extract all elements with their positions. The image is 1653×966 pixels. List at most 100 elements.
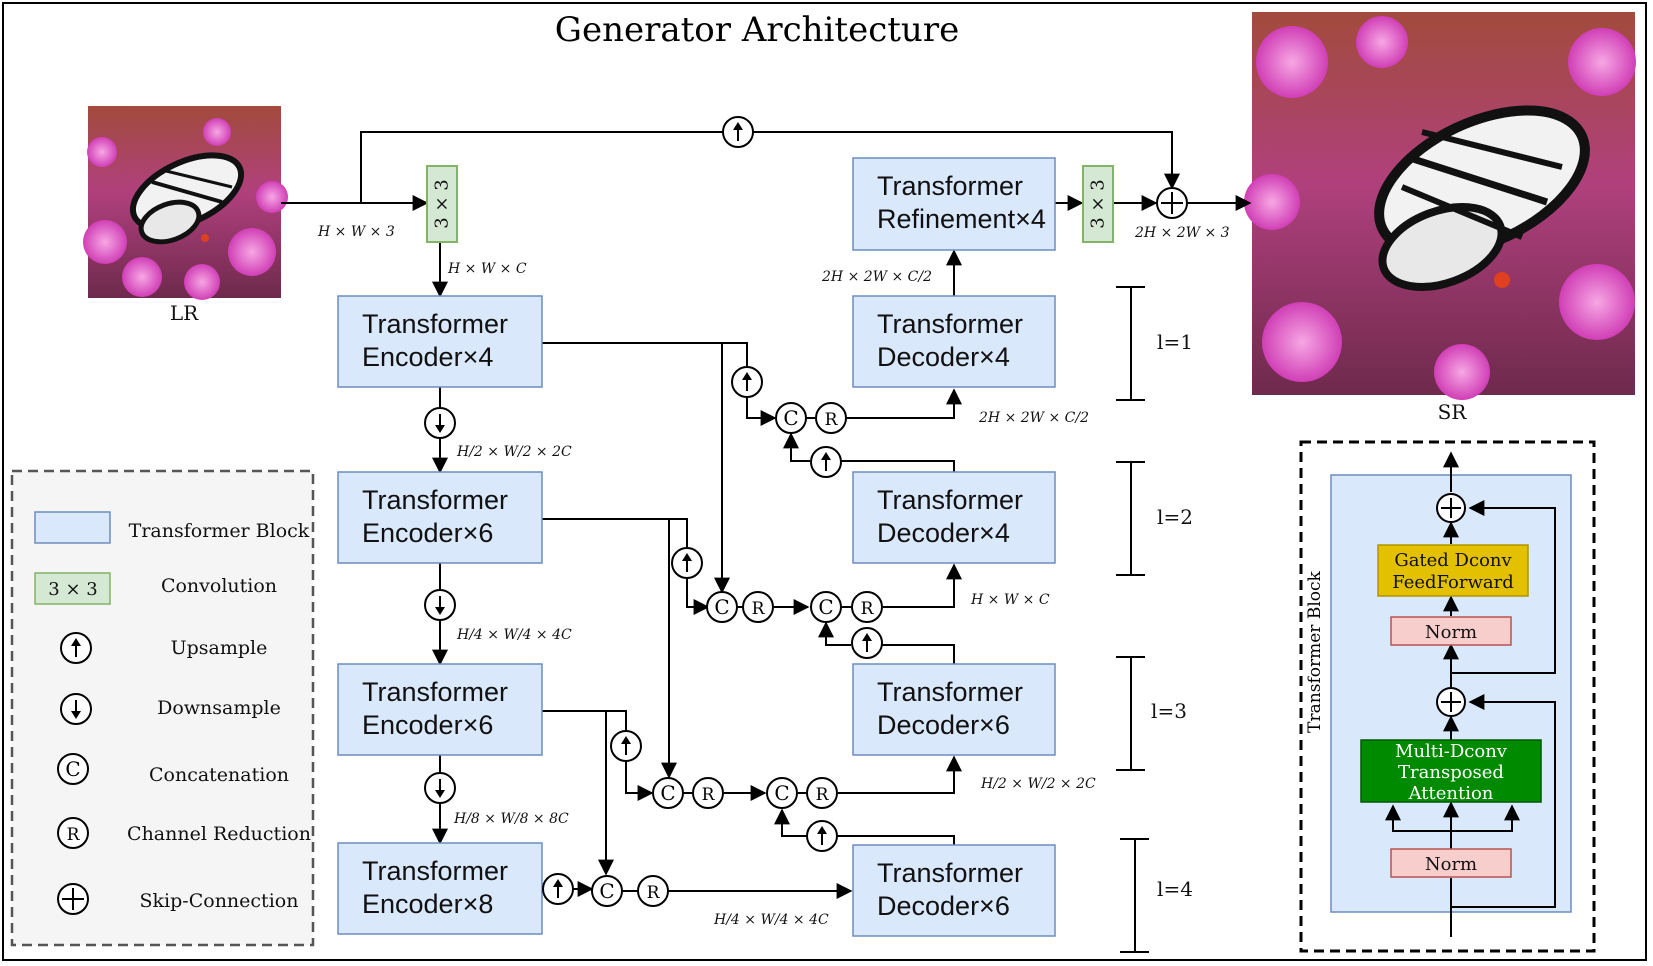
level-label-4: l=4	[1157, 877, 1193, 901]
concat-op-5-symbol: C	[818, 595, 833, 619]
legend-reduce-symbol: R	[67, 825, 81, 845]
reduce-op-1-symbol: R	[647, 883, 661, 903]
tblock-attention-line1: Multi-Dconv	[1395, 741, 1508, 762]
downsample-icon-3	[424, 772, 456, 804]
skip-add-op	[1156, 187, 1188, 219]
concat-op-4-symbol: C	[714, 595, 729, 619]
decoder-block-2-line2: Decoder×4	[877, 518, 1010, 548]
upsample-icon-4	[610, 730, 642, 762]
legend-label-upsample: Upsample	[171, 637, 268, 659]
decoder-block-3-line1: Transformer	[877, 677, 1023, 707]
decoder-block-1-line1: Transformer	[877, 309, 1023, 339]
conv-block-input: 3 × 3	[426, 165, 458, 243]
tblock-add-op-1	[1436, 687, 1466, 717]
decoder-block-2-line1: Transformer	[877, 485, 1023, 515]
reduce-op-5: R	[851, 591, 883, 623]
dim-dec2-in: H × W × C	[970, 592, 1050, 608]
concat-op-6: C	[775, 402, 807, 434]
legend-concat-symbol: C	[65, 757, 80, 781]
tblock-norm-bottom	[1390, 848, 1512, 878]
upsample-icon-5	[542, 873, 574, 905]
dim-enc3-in: H/4 × W/4 × 4C	[456, 627, 572, 643]
decoder-block-3-line2: Decoder×6	[877, 710, 1010, 740]
dim-refine-in: 2H × 2W × C/2	[821, 269, 932, 285]
upsample-icon-2	[731, 366, 763, 398]
dimension-labels: H × W × 3 H × W × C 2H × 2W × C/2 2H × 2…	[317, 224, 1230, 928]
transformer-block-swatch	[34, 511, 111, 544]
dim-after-conv: H × W × C	[447, 261, 527, 277]
concat-op-2: C	[652, 777, 684, 809]
transformer-blocks: TransformerEncoder×4TransformerEncoder×6…	[337, 157, 1056, 937]
dim-enc2-in: H/2 × W/2 × 2C	[456, 444, 572, 460]
upsample-icon-6	[810, 446, 842, 478]
upsample-icon-3	[671, 547, 703, 579]
legend-concatenation-icon: C	[57, 753, 89, 785]
dim-enc4-in: H/8 × W/8 × 8C	[453, 811, 569, 827]
decoder-block-4-line2: Decoder×6	[877, 891, 1010, 921]
tblock-attention-line2: Transposed	[1398, 762, 1504, 783]
legend-label-skip-connection: Skip-Connection	[140, 890, 299, 912]
legend-downsample-icon	[60, 693, 92, 725]
lr-image	[83, 106, 288, 300]
dim-dec3-in: H/2 × W/2 × 2C	[980, 776, 1096, 792]
encoder-block-2-line2: Encoder×6	[362, 518, 493, 548]
level-label-1: l=1	[1157, 330, 1193, 354]
tblock-norm-top-label: Norm	[1425, 622, 1477, 643]
concat-op-1: C	[591, 875, 623, 907]
encoder-block-3-line2: Encoder×6	[362, 710, 493, 740]
tblock-attention	[1360, 739, 1542, 803]
upsample-icon-7	[851, 627, 883, 659]
tblock-feedforward-line2: FeedForward	[1392, 572, 1514, 593]
reduce-op-3: R	[806, 777, 838, 809]
tblock-side-label: Transformer Block	[1305, 570, 1325, 732]
concat-op-2-symbol: C	[660, 781, 675, 805]
level-label-3: l=3	[1151, 699, 1187, 723]
reduce-op-2: R	[692, 777, 724, 809]
reduce-op-6-symbol: R	[825, 410, 839, 430]
decoder-block-4-line1: Transformer	[877, 858, 1023, 888]
sr-label: SR	[1438, 400, 1468, 424]
tblock-dashed-frame	[1299, 440, 1596, 953]
diagram-title: Generator Architecture	[555, 10, 959, 50]
reduce-op-4: R	[742, 591, 774, 623]
tblock-norm-top	[1390, 616, 1512, 646]
reduce-op-6: R	[815, 402, 847, 434]
upsample-icon-1	[722, 116, 754, 148]
legend-skip-connection-icon	[57, 883, 89, 915]
downsample-icon-1	[424, 407, 456, 439]
dim-dec1-in: 2H × 2W × C/2	[978, 410, 1089, 426]
conv-block-output: 3 × 3	[1082, 165, 1114, 243]
dim-dec4-in: H/4 × W/4 × 4C	[713, 912, 829, 928]
encoder-block-1-line2: Encoder×4	[362, 342, 493, 372]
convolution-swatch	[34, 572, 111, 605]
conv-label-input: 3 × 3	[432, 179, 453, 228]
upsample-icon-8	[806, 820, 838, 852]
conv-label-output: 3 × 3	[1088, 179, 1109, 228]
encoder-block-3-line1: Transformer	[362, 677, 508, 707]
transformer-block-detail: Transformer Block Norm Multi-Dconv Trans…	[1299, 440, 1596, 953]
concat-op-1-symbol: C	[599, 879, 614, 903]
refinement-block-line1: Transformer	[877, 171, 1023, 201]
concat-op-4: C	[706, 591, 738, 623]
dim-input: H × W × 3	[317, 224, 395, 240]
legend-conv-text: 3 × 3	[48, 579, 97, 600]
lr-label: LR	[170, 301, 199, 325]
sr-image	[1244, 12, 1636, 400]
dim-output: 2H × 2W × 3	[1134, 225, 1230, 241]
tblock-add-op-2	[1436, 493, 1466, 523]
encoder-block-2-line1: Transformer	[362, 485, 508, 515]
reduce-op-3-symbol: R	[816, 785, 830, 805]
concat-op-6-symbol: C	[783, 406, 798, 430]
concat-op-3: C	[766, 777, 798, 809]
tblock-feedforward-line1: Gated Dconv	[1394, 550, 1512, 571]
legend: 3 × 3 CR Transformer Block Convolution U…	[10, 469, 315, 947]
legend-label-convolution: Convolution	[161, 575, 277, 597]
encoder-block-1-line1: Transformer	[362, 309, 508, 339]
